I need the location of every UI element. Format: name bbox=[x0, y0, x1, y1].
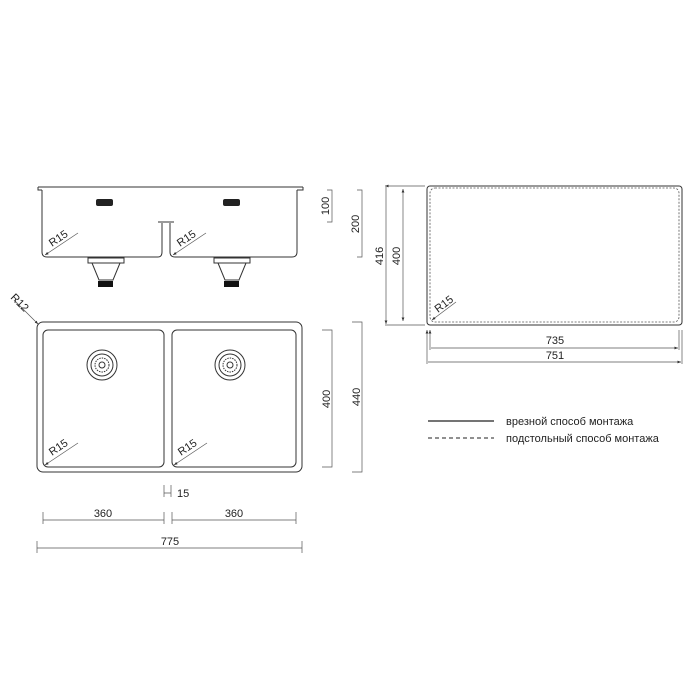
dim-bowl-right-360: 360 bbox=[225, 508, 243, 520]
dim-total-width-775: 775 bbox=[161, 536, 179, 548]
bowl-left bbox=[42, 329, 165, 468]
logo-badge-right bbox=[223, 199, 240, 206]
dim-divider-15: 15 bbox=[177, 488, 189, 500]
dim-bowl-height-400: 400 bbox=[321, 390, 333, 408]
side-view: R15 R15 100 200 bbox=[37, 186, 363, 287]
cutout-view: R15 416 400 735 751 bbox=[374, 186, 682, 364]
legend: врезной способ монтажа подстольный спосо… bbox=[428, 416, 660, 445]
logo-badge-left bbox=[96, 199, 113, 206]
dim-outer-height-416: 416 bbox=[374, 247, 386, 265]
dim-inner-height-400: 400 bbox=[391, 247, 403, 265]
side-radius-left: R15 bbox=[47, 228, 70, 249]
dim-depth-200: 200 bbox=[350, 215, 362, 233]
sink-outline bbox=[36, 321, 303, 473]
dim-inner-width-735: 735 bbox=[546, 335, 564, 347]
corner-radius-r12: R12 bbox=[8, 292, 31, 315]
bowl-profile bbox=[41, 190, 298, 258]
cutout-inner bbox=[429, 187, 680, 323]
legend-solid-label: врезной способ монтажа bbox=[506, 416, 634, 428]
dim-bowl-left-360: 360 bbox=[94, 508, 112, 520]
top-view: R15 R15 R12 400 440 15 360 360 775 bbox=[8, 292, 363, 553]
drain-left-top bbox=[86, 349, 118, 381]
bowl-right bbox=[171, 329, 297, 468]
cutout-outer bbox=[426, 185, 683, 326]
drain-left-side bbox=[87, 257, 125, 287]
cutout-radius-r15: R15 bbox=[433, 294, 456, 316]
dim-outer-width-751: 751 bbox=[546, 350, 564, 362]
dim-total-height-440: 440 bbox=[351, 388, 363, 406]
bowl-radius-right: R15 bbox=[176, 437, 199, 458]
drain-right-top bbox=[214, 349, 246, 381]
dim-depth-100: 100 bbox=[320, 197, 332, 215]
legend-dashed-label: подстольный способ монтажа bbox=[506, 433, 660, 445]
bowl-radius-left: R15 bbox=[47, 437, 70, 458]
drain-right-side bbox=[213, 257, 251, 287]
side-radius-right: R15 bbox=[175, 228, 198, 249]
